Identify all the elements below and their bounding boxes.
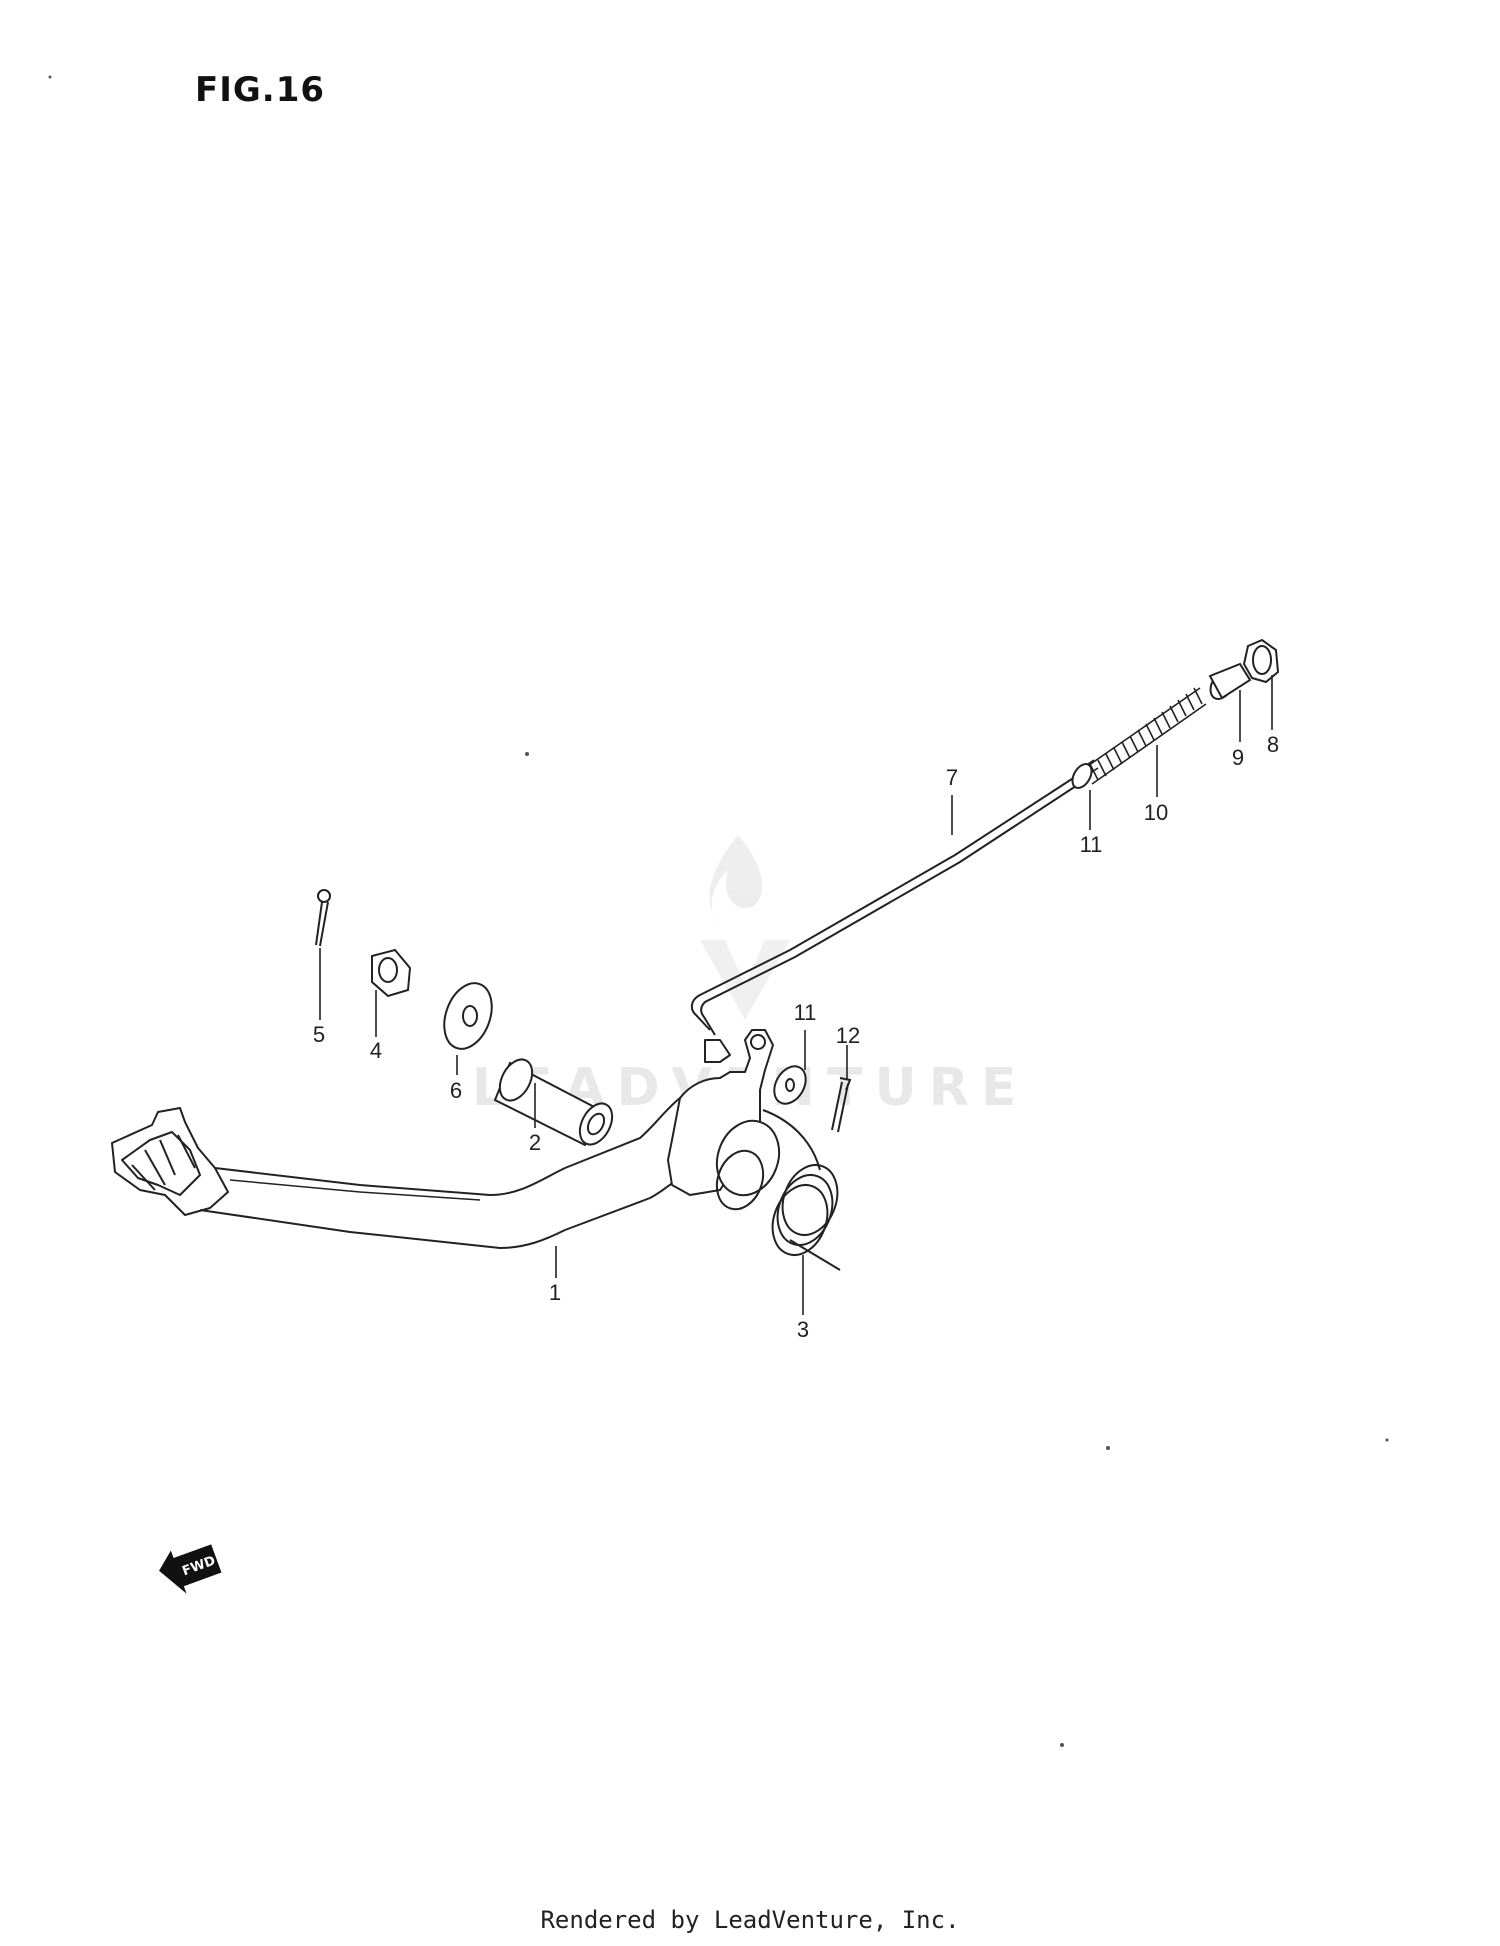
part-pivot-bushing bbox=[493, 1058, 614, 1147]
watermark-flame-logo bbox=[709, 835, 763, 925]
part-return-spring bbox=[762, 1109, 841, 1271]
scan-specks bbox=[48, 75, 1389, 1747]
callout-12: 12 bbox=[836, 1023, 860, 1048]
callout-1: 1 bbox=[549, 1280, 561, 1305]
callout-11-rod: 11 bbox=[1080, 832, 1103, 857]
callout-3: 3 bbox=[797, 1317, 809, 1342]
part-rod-washer bbox=[1071, 763, 1093, 789]
part-rod-joint bbox=[1208, 662, 1252, 700]
figure-title: FIG.16 bbox=[195, 70, 326, 110]
watermark-v-logo bbox=[700, 940, 790, 1020]
callout-11-pivot: 11 bbox=[794, 1000, 817, 1025]
leader-lines bbox=[319, 675, 1273, 1315]
callout-5: 5 bbox=[313, 1022, 325, 1047]
callout-labels: 1 2 3 4 5 6 7 8 9 10 11 11 12 bbox=[313, 732, 1279, 1342]
part-pivot-washer bbox=[773, 1065, 807, 1105]
part-rod-spring bbox=[1081, 687, 1207, 785]
footer-credit: Rendered by LeadVenture, Inc. bbox=[540, 1906, 960, 1934]
part-brake-rod bbox=[690, 774, 1083, 1036]
part-pivot-cotter-pin bbox=[831, 1077, 852, 1133]
callout-8: 8 bbox=[1267, 732, 1279, 757]
part-nut bbox=[371, 948, 412, 998]
callout-6: 6 bbox=[450, 1078, 462, 1103]
callout-2: 2 bbox=[529, 1130, 541, 1155]
callout-4: 4 bbox=[370, 1038, 382, 1063]
part-brake-pedal bbox=[111, 1029, 781, 1249]
callout-7: 7 bbox=[946, 765, 958, 790]
fwd-arrow-icon: FWD bbox=[159, 1544, 222, 1594]
callout-9: 9 bbox=[1232, 745, 1244, 770]
part-adjust-nut bbox=[1242, 638, 1280, 684]
part-cotter-pin bbox=[315, 889, 331, 947]
part-washer bbox=[443, 982, 493, 1050]
callout-10: 10 bbox=[1144, 800, 1168, 825]
